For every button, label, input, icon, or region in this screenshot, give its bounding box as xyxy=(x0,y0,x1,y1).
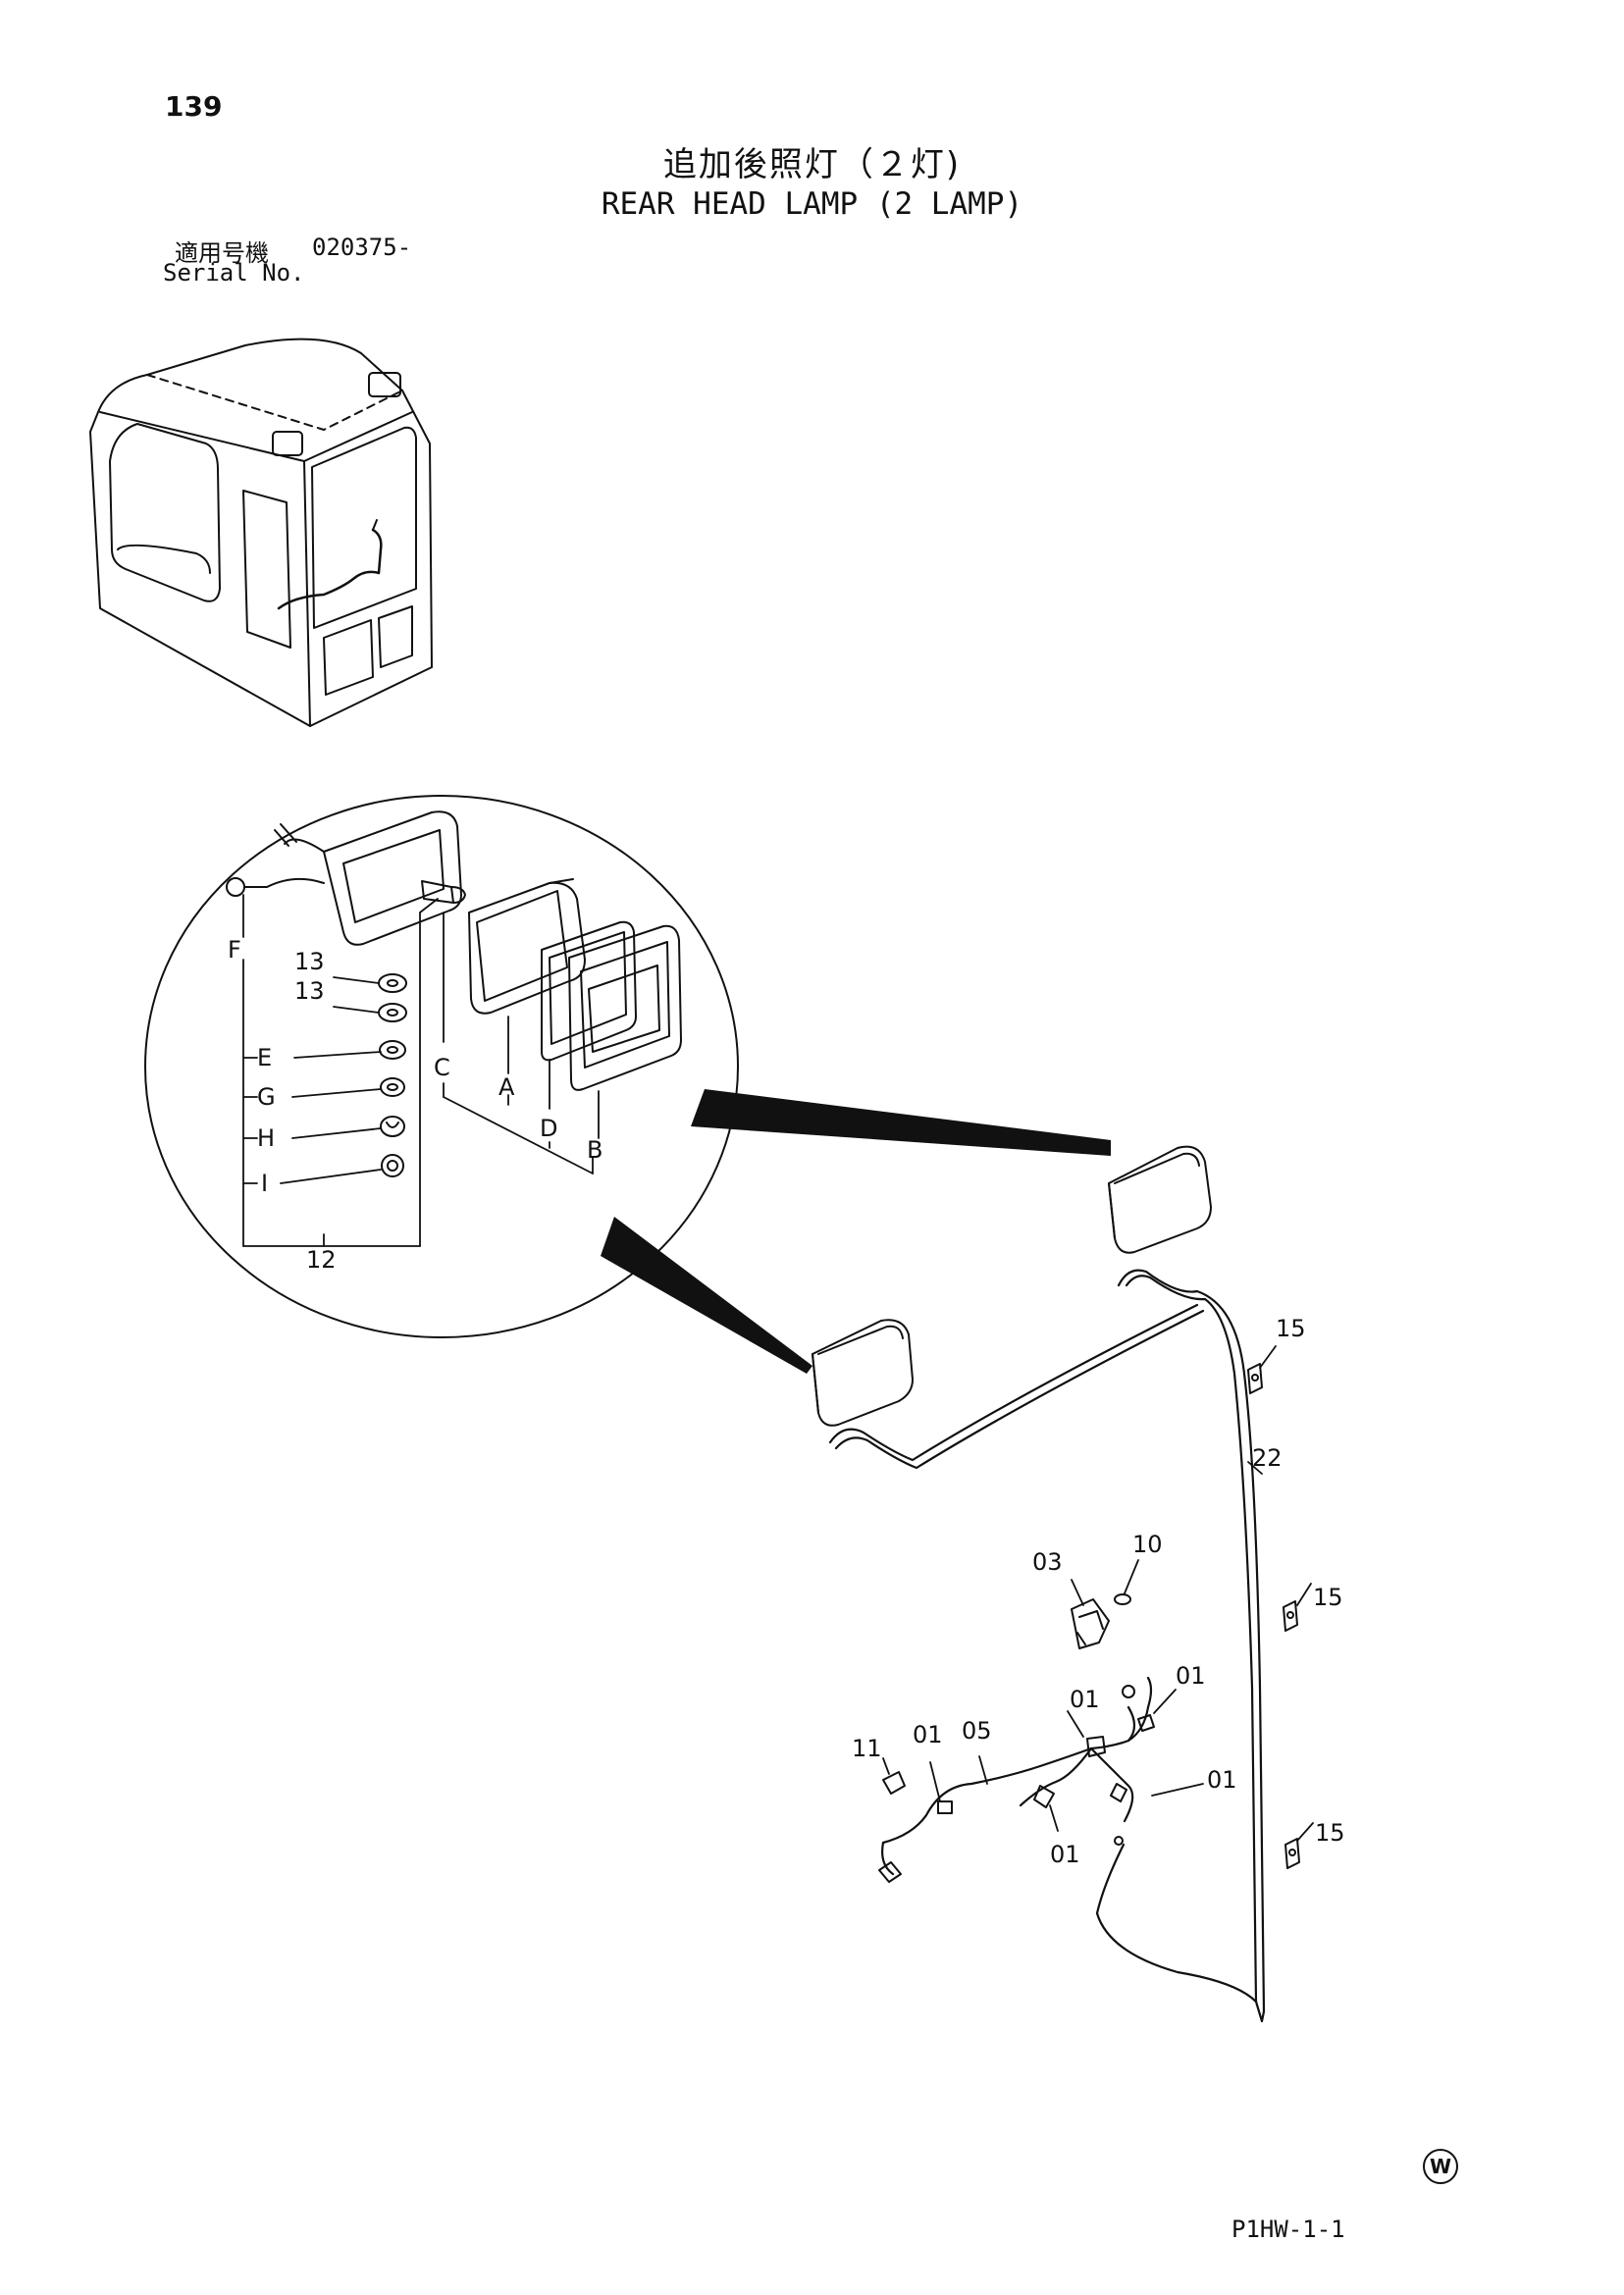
callout-05: 05 xyxy=(962,1717,992,1745)
callout-a: A xyxy=(498,1073,515,1101)
harness-05 xyxy=(881,1676,1153,1876)
callout-leaders-circle xyxy=(242,894,600,1247)
callout-12: 12 xyxy=(306,1246,337,1274)
callout-01-b: 01 xyxy=(1070,1686,1100,1713)
page-number: 139 xyxy=(165,90,223,123)
callout-leaders-right xyxy=(882,1345,1314,1842)
lamp-housing-exploded xyxy=(226,810,466,946)
callout-11: 11 xyxy=(852,1735,882,1762)
cab-overview-illustration xyxy=(89,338,433,727)
callout-01-d: 01 xyxy=(1207,1766,1237,1794)
serial-number-value: 020375- xyxy=(312,234,412,261)
clamp-15-mid xyxy=(1283,1600,1298,1632)
page-code: P1HW-1-1 xyxy=(1231,2216,1345,2243)
frame-exploded xyxy=(568,924,682,1091)
callout-d: D xyxy=(540,1115,557,1142)
lamp-lens-exploded xyxy=(468,878,586,1015)
page-title-english: REAR HEAD LAMP (2 LAMP) xyxy=(601,186,1023,222)
callout-22: 22 xyxy=(1252,1444,1283,1472)
hardware-stack xyxy=(378,973,407,1177)
serial-label-english: Serial No. xyxy=(163,259,305,287)
callout-01-e: 01 xyxy=(1050,1841,1080,1868)
callout-15-top: 15 xyxy=(1276,1315,1306,1342)
callout-13-second: 13 xyxy=(294,977,325,1005)
callout-i: I xyxy=(261,1170,268,1197)
gasket-exploded xyxy=(541,920,637,1062)
callout-f: F xyxy=(228,936,241,964)
rear-head-lamp-right xyxy=(1108,1145,1212,1254)
callout-e: E xyxy=(257,1044,272,1071)
nut-10 xyxy=(1114,1593,1131,1605)
clamp-15-top xyxy=(1247,1363,1263,1394)
harness-22 xyxy=(828,1269,1266,2023)
exploded-view-circle xyxy=(144,795,1111,1374)
harness-05-components xyxy=(878,1685,1155,1883)
callout-01-c: 01 xyxy=(1176,1662,1206,1690)
serial-label-japanese: 適用号機 xyxy=(175,239,269,267)
callout-g: G xyxy=(257,1083,276,1111)
callout-15-bottom: 15 xyxy=(1315,1819,1345,1847)
callout-03: 03 xyxy=(1032,1548,1063,1576)
page-title-japanese: 追加後照灯（２灯) xyxy=(662,145,962,184)
w-mark-icon: W xyxy=(1423,2149,1458,2184)
callout-15-mid: 15 xyxy=(1313,1584,1343,1611)
callout-b: B xyxy=(587,1136,602,1164)
callout-c: C xyxy=(434,1054,450,1081)
callout-13-first: 13 xyxy=(294,948,325,975)
clamp-15-bottom xyxy=(1284,1838,1300,1869)
callout-10: 10 xyxy=(1132,1531,1163,1558)
rear-head-lamp-left xyxy=(812,1319,914,1427)
callout-01-a: 01 xyxy=(913,1721,943,1748)
switch-03 xyxy=(1071,1598,1110,1649)
callout-h: H xyxy=(257,1124,275,1152)
